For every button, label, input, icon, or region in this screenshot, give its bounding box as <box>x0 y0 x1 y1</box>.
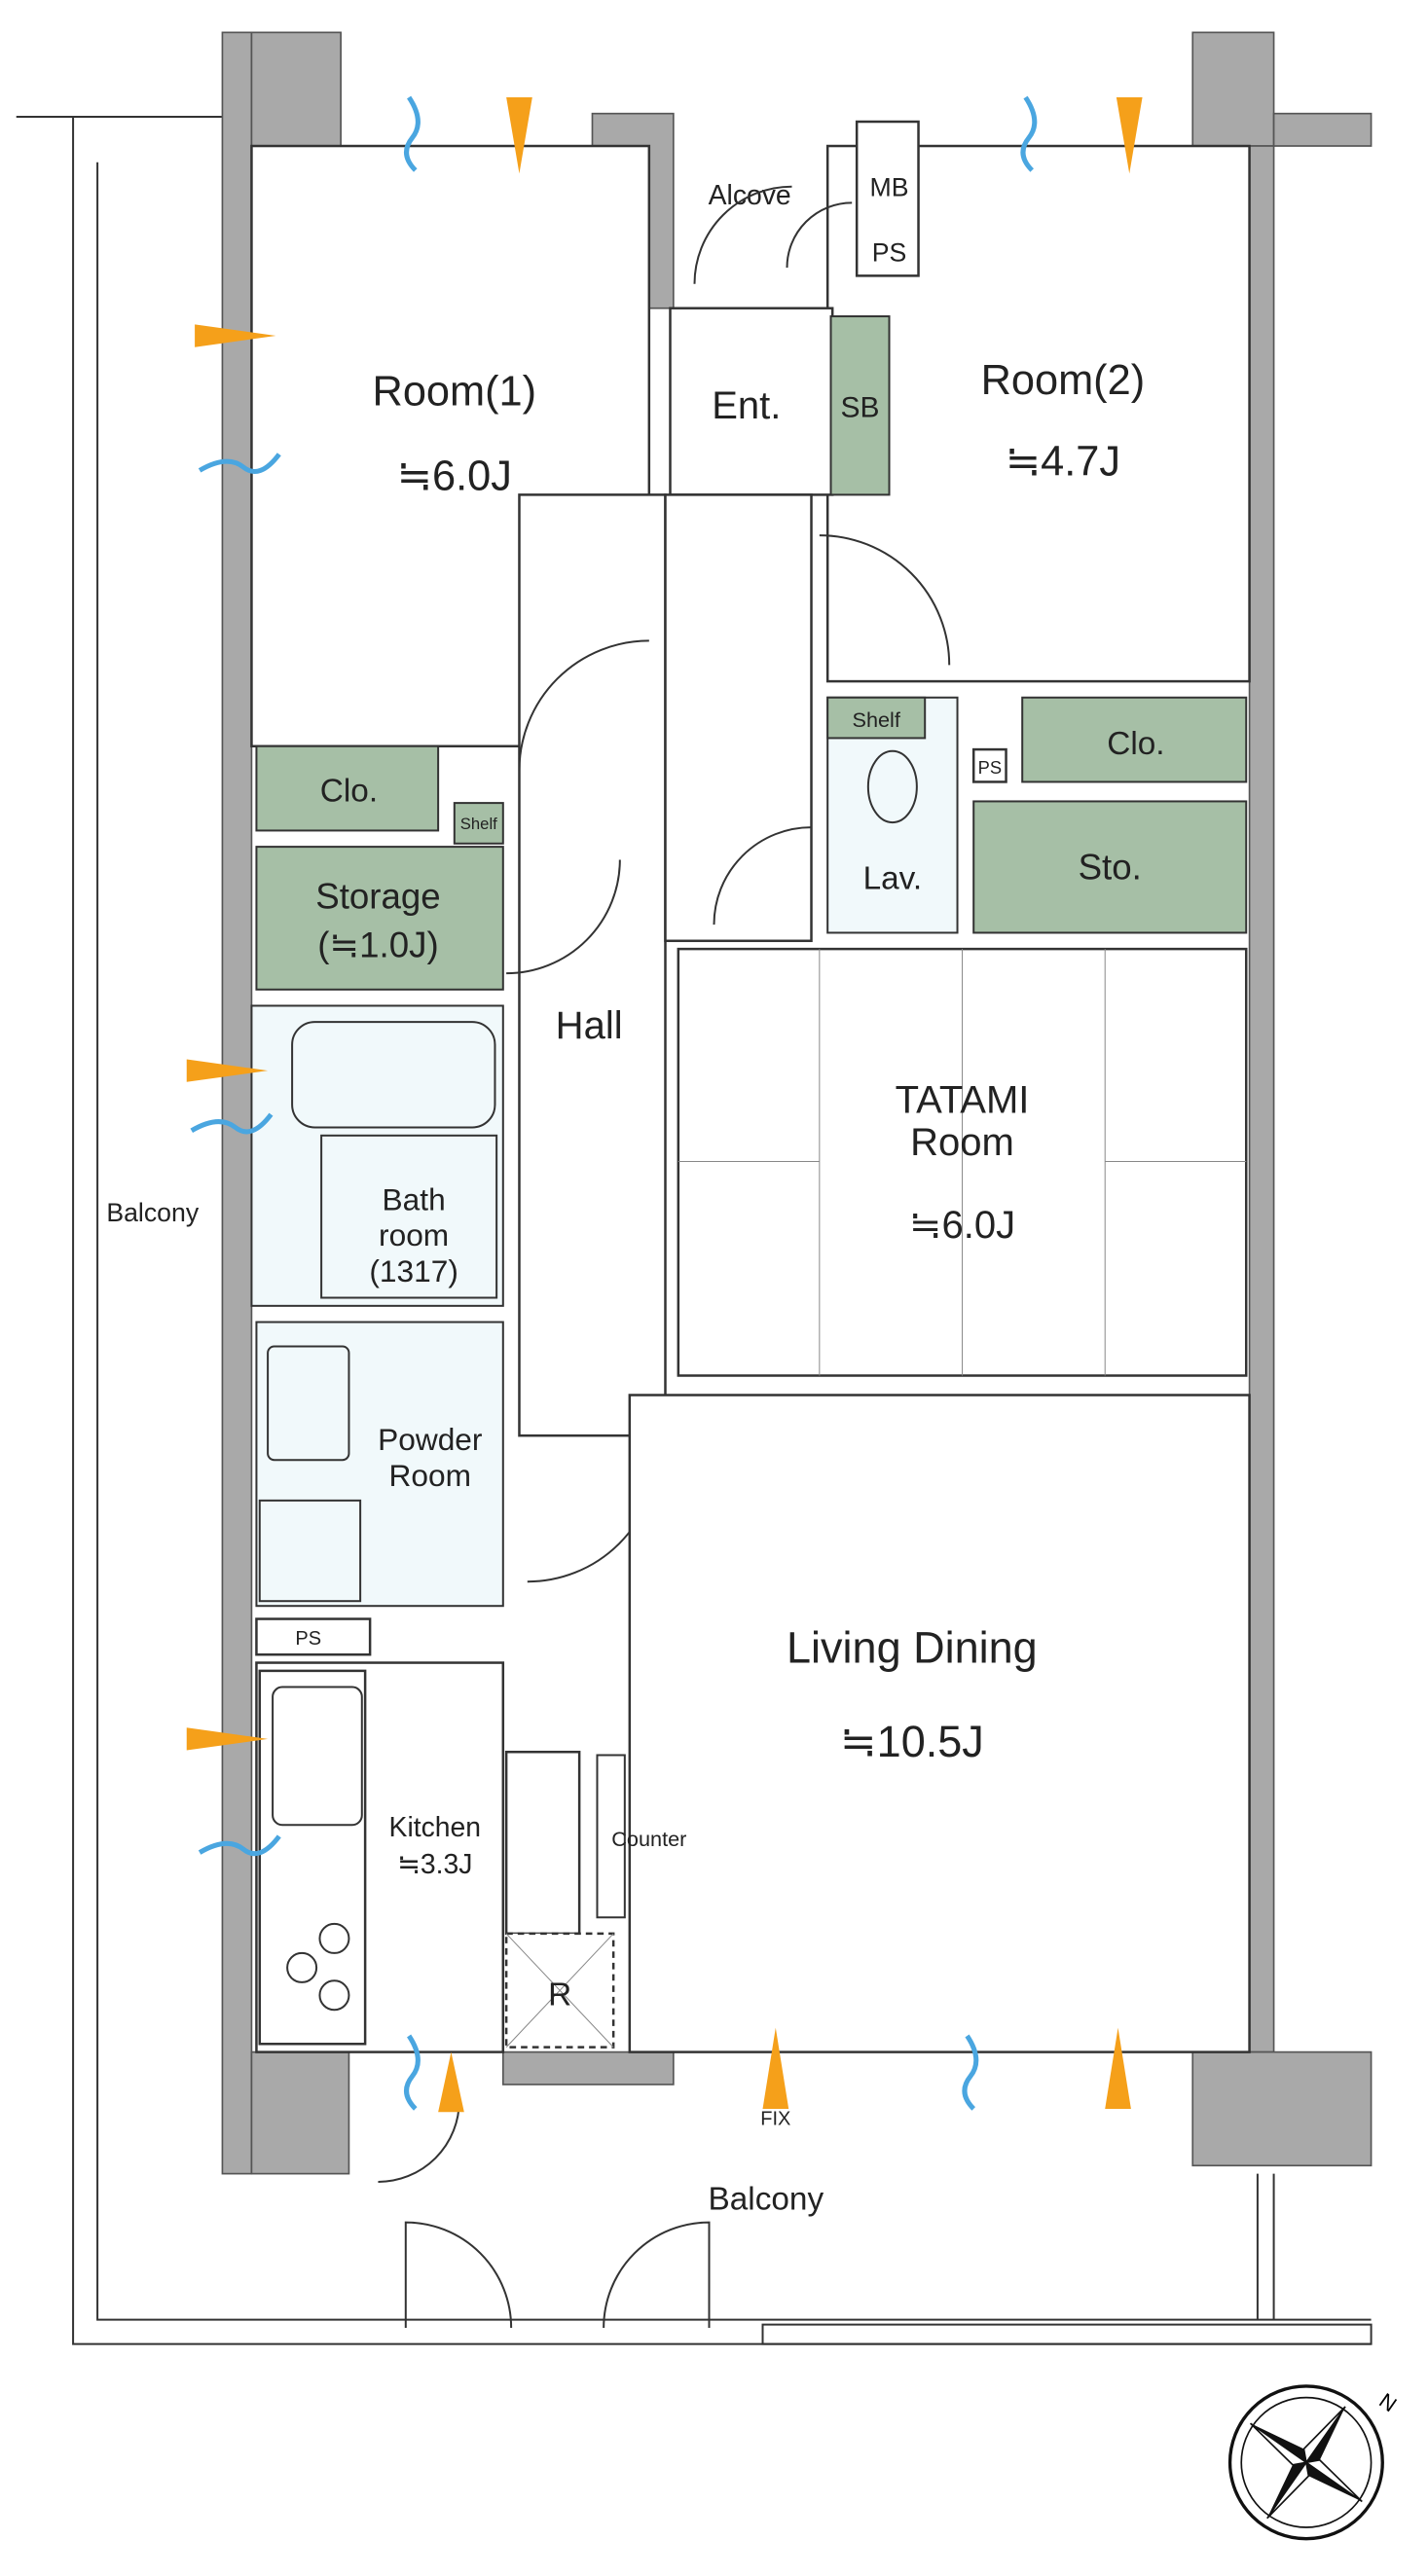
kitchen-size: ≒3.3J <box>397 1849 472 1880</box>
airflow-in-arrows <box>186 97 1143 2113</box>
lavatory-label: Lav. <box>863 860 923 896</box>
shelf-1-label: Shelf <box>460 815 497 833</box>
meter-box-label: MB <box>870 173 909 202</box>
toilet-icon <box>866 749 918 824</box>
living-size: ≒10.5J <box>840 1717 984 1766</box>
stove-burner-icon <box>286 1951 318 1983</box>
room-2-name: Room(2) <box>981 357 1146 404</box>
pipe-space-label: PS <box>872 237 907 267</box>
bathtub-icon <box>291 1021 496 1129</box>
sto-label: Sto. <box>1079 847 1142 887</box>
balcony-bottom-label: Balcony <box>709 2181 824 2217</box>
powder-room <box>255 1321 504 1608</box>
storage-name: Storage <box>315 876 440 916</box>
bath-line1: Bath <box>383 1181 446 1216</box>
fix-window-label: FIX <box>760 2109 790 2130</box>
closet-2-label: Clo. <box>1107 726 1164 762</box>
powder-line1: Powder <box>378 1422 483 1457</box>
entrance-label: Ent. <box>712 384 781 427</box>
shoe-box <box>829 315 891 496</box>
counter <box>504 1750 581 1936</box>
closet-2 <box>1021 696 1248 783</box>
balcony-outline <box>16 116 1373 2345</box>
balcony-side-label: Balcony <box>106 1198 200 1227</box>
powder-line2: Room <box>389 1458 471 1493</box>
shelf-1 <box>453 802 504 845</box>
closet-1 <box>255 744 440 832</box>
refrigerator-label: R <box>548 1977 571 2013</box>
entrance <box>669 307 834 496</box>
room-2-size: ≒4.7J <box>1006 438 1120 485</box>
kitchen-name: Kitchen <box>389 1812 482 1843</box>
sink-icon <box>272 1686 363 1827</box>
storage <box>255 846 504 991</box>
tatami-size: ≒6.0J <box>909 1204 1015 1247</box>
ps-kitchen-label: PS <box>295 1628 321 1650</box>
closet-1-label: Clo. <box>320 773 378 809</box>
stove-burner-icon <box>318 1922 350 1954</box>
bathroom <box>250 1004 504 1307</box>
walls <box>221 31 1373 2175</box>
shelf-2 <box>826 696 927 740</box>
living-name: Living Dining <box>787 1623 1038 1673</box>
compass-north-label: N <box>1374 2388 1401 2416</box>
bath-line3: (1317) <box>369 1253 458 1288</box>
hall <box>518 493 667 1437</box>
tatami-line1: TATAMI <box>896 1078 1030 1121</box>
shelf-2-label: Shelf <box>853 707 901 732</box>
sto <box>972 800 1248 934</box>
ps-small-label: PS <box>978 757 1002 778</box>
tatami-line2: Room <box>910 1121 1014 1164</box>
airflow-out-arrows <box>190 95 1038 2111</box>
shoe-box-label: SB <box>841 391 880 423</box>
hall-label: Hall <box>556 1004 623 1047</box>
living-dining <box>628 1394 1251 2053</box>
compass-icon: N <box>1227 2384 1402 2541</box>
room-1-name: Room(1) <box>373 369 537 416</box>
stove-burner-icon <box>318 1979 350 2012</box>
counter-label: Counter <box>611 1827 686 1851</box>
meter-box <box>855 120 920 277</box>
storage-size: (≒1.0J) <box>317 925 438 964</box>
bath-line2: room <box>379 1217 449 1252</box>
room-1-size: ≒6.0J <box>397 453 512 499</box>
